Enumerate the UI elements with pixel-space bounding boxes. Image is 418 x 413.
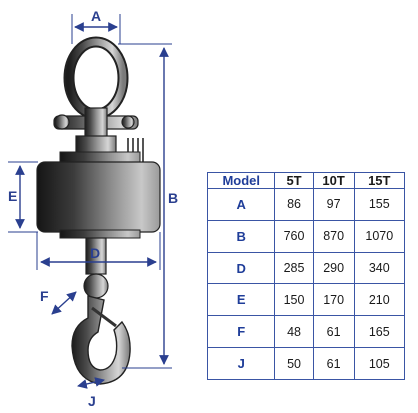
header-model: Model	[206, 172, 276, 189]
label-e: E	[8, 188, 17, 204]
table-row: D 285 290 340	[206, 251, 406, 285]
table-header-row: Model 5T 10T 15T	[206, 172, 406, 189]
cell-value: 86	[274, 188, 314, 221]
shackle	[53, 36, 139, 155]
cell-value: 61	[312, 315, 355, 349]
table-row: A 86 97 155	[206, 188, 406, 221]
cell-value: 170	[312, 283, 355, 317]
label-d: D	[90, 245, 100, 261]
label-b: B	[168, 190, 178, 206]
dimension-a	[71, 14, 121, 44]
header-15t: 15T	[353, 172, 406, 189]
header-5t: 5T	[274, 172, 314, 189]
row-key: B	[206, 219, 276, 253]
label-j: J	[88, 393, 96, 409]
cell-value: 285	[274, 251, 314, 285]
cell-value: 210	[353, 283, 406, 317]
label-f: F	[40, 288, 49, 304]
dimension-e	[8, 161, 38, 233]
hook	[71, 237, 131, 385]
cell-value: 165	[353, 315, 406, 349]
dimension-b	[118, 43, 172, 369]
cell-value: 1070	[353, 219, 406, 253]
row-key: A	[206, 188, 276, 221]
cell-value: 61	[312, 347, 355, 380]
dimension-f	[51, 291, 77, 315]
cell-value: 290	[312, 251, 355, 285]
row-key: F	[206, 315, 276, 349]
label-a: A	[91, 8, 101, 24]
header-10t: 10T	[312, 172, 355, 189]
row-key: E	[206, 283, 276, 317]
table-row: B 760 870 1070	[206, 219, 406, 253]
table-row: J 50 61 105	[206, 347, 406, 380]
cell-value: 870	[312, 219, 355, 253]
cell-value: 155	[353, 188, 406, 221]
cell-value: 97	[312, 188, 355, 221]
cell-value: 48	[274, 315, 314, 349]
cell-value: 50	[274, 347, 314, 380]
cell-value: 760	[274, 219, 314, 253]
row-key: D	[206, 251, 276, 285]
cell-value: 150	[274, 283, 314, 317]
scale-body	[36, 151, 161, 239]
table-row: F 48 61 165	[206, 315, 406, 349]
cell-value: 105	[353, 347, 406, 380]
dimension-j	[77, 377, 105, 389]
table-row: E 150 170 210	[206, 283, 406, 317]
spec-table: Model 5T 10T 15T A 86 97 155 B 760 870 1…	[206, 172, 406, 380]
cell-value: 340	[353, 251, 406, 285]
row-key: J	[206, 347, 276, 380]
dimension-d	[36, 232, 161, 270]
